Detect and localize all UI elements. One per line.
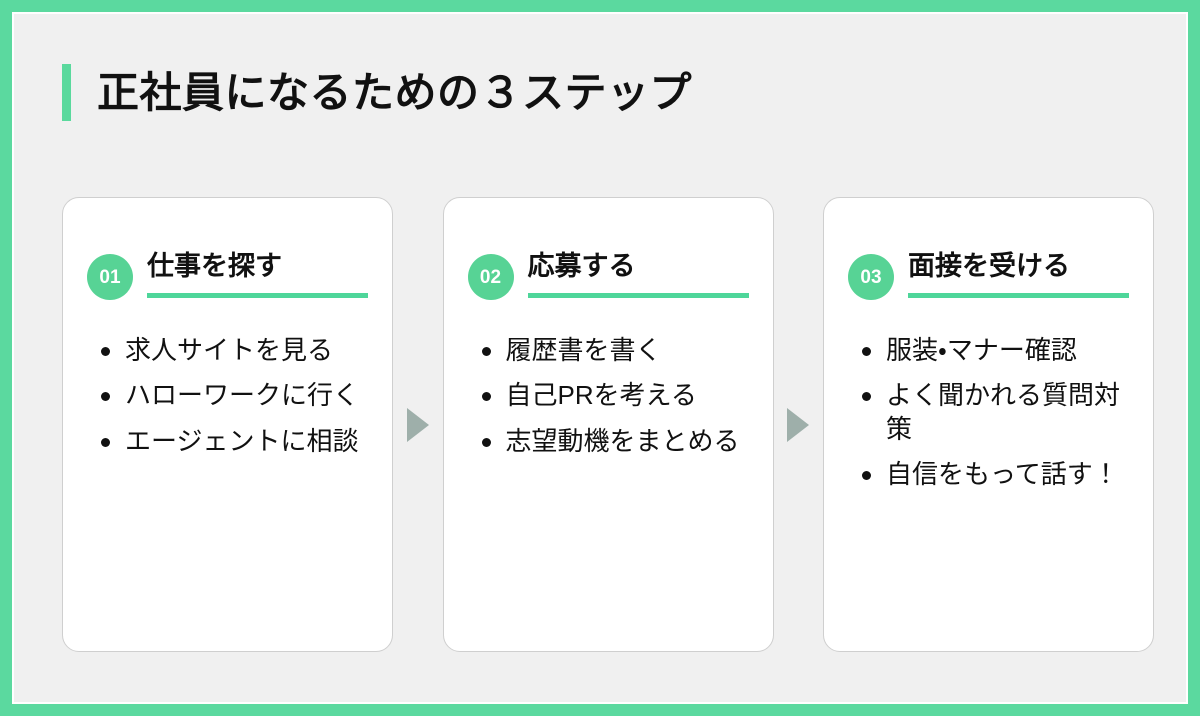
step-heading-group: 仕事を探す (147, 250, 368, 298)
step-heading-group: 応募する (527, 250, 749, 298)
step-card-03[interactable]: 03 面接を受ける 服装・マナー確認 よく聞かれる質問対策 自信をもって話す！ (823, 197, 1154, 652)
list-item: 求人サイトを見る (87, 334, 368, 367)
step-title: 仕事を探す (147, 251, 282, 281)
step-title: 面接を受ける (908, 251, 1070, 281)
list-item: ハローワークに行く (87, 379, 368, 412)
step-connector-2 (774, 197, 824, 652)
step-bullet-list: 履歴書を書く 自己PRを考える 志望動機をまとめる (468, 334, 749, 458)
step-card-header: 03 面接を受ける (848, 250, 1129, 300)
list-item: 志望動機をまとめる (468, 425, 749, 458)
slide-canvas: 正社員になるための３ステップ 01 仕事を探す 求人サイトを見る ハローワークに… (12, 12, 1188, 704)
step-number-badge: 02 (467, 254, 514, 300)
step-card-header: 01 仕事を探す (87, 250, 368, 300)
arrow-right-icon (406, 407, 429, 442)
step-title-underline (147, 292, 368, 298)
title-accent-bar (62, 64, 71, 121)
arrow-right-icon (787, 407, 810, 442)
step-number-badge: 03 (848, 254, 894, 300)
page-title: 正社員になるための３ステップ (62, 64, 692, 121)
step-title-underline (527, 292, 749, 298)
step-card-header: 02 応募する (467, 250, 749, 300)
title-text: 正社員になるための３ステップ (97, 68, 693, 116)
list-item: 自己PRを考える (468, 379, 749, 412)
list-item: 履歴書を書く (468, 334, 749, 367)
step-title-underline (908, 292, 1129, 298)
step-card-01[interactable]: 01 仕事を探す 求人サイトを見る ハローワークに行く エージェントに相談 (62, 197, 393, 652)
list-item: よく聞かれる質問対策 (848, 379, 1129, 446)
steps-container: 01 仕事を探す 求人サイトを見る ハローワークに行く エージェントに相談 (62, 197, 1154, 652)
list-item: 自信をもって話す！ (848, 458, 1129, 491)
step-title: 応募する (527, 251, 636, 281)
list-item: エージェントに相談 (87, 425, 368, 458)
step-number-badge: 01 (87, 254, 133, 300)
step-heading-group: 面接を受ける (908, 250, 1129, 298)
step-connector-1 (393, 197, 443, 652)
list-item: 服装・マナー確認 (848, 334, 1129, 367)
step-bullet-list: 服装・マナー確認 よく聞かれる質問対策 自信をもって話す！ (848, 334, 1129, 491)
step-card-02[interactable]: 02 応募する 履歴書を書く 自己PRを考える 志望動機をまとめる (442, 197, 774, 652)
step-bullet-list: 求人サイトを見る ハローワークに行く エージェントに相談 (87, 334, 368, 458)
